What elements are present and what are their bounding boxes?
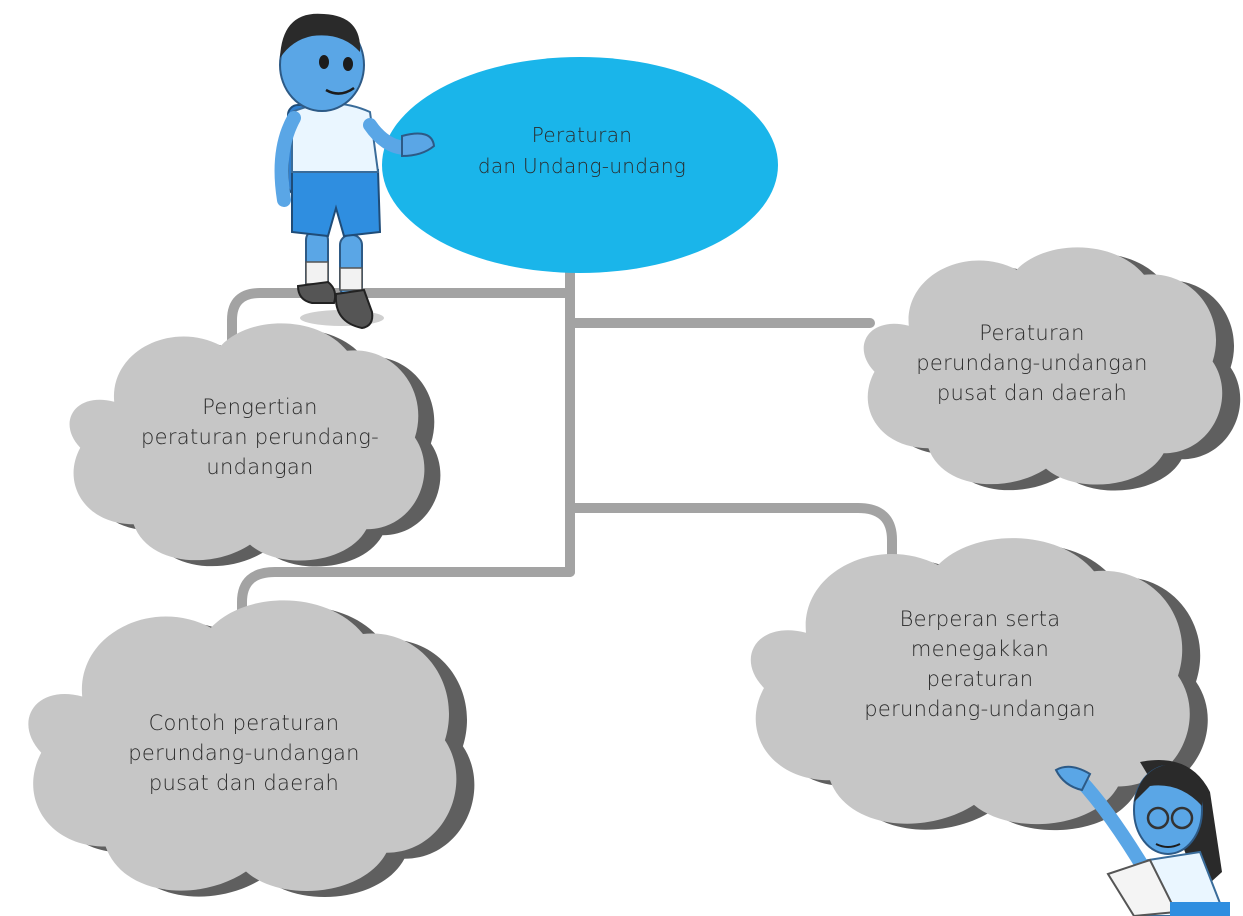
central-regional-node-label: Peraturan perundang-undangan pusat dan d… (882, 318, 1182, 408)
central-regional-node-line-2: perundang-undangan (916, 351, 1148, 375)
girl-student-illustration (1054, 760, 1230, 916)
boy-student-illustration (274, 13, 436, 330)
connector-lines (227, 263, 897, 630)
examples-node-line-1: Contoh peraturan (148, 711, 340, 735)
definition-node-label: Pengertian peraturan perundang- undangan (100, 392, 420, 482)
participation-node-label: Berperan serta menegakkan peraturan peru… (820, 604, 1140, 724)
central-node-ellipse (382, 57, 778, 273)
participation-node-line-1: Berperan serta (899, 607, 1061, 631)
connector-to-definition (227, 288, 575, 365)
central-regional-node-line-3: pusat dan daerah (936, 381, 1128, 405)
central-node-line-2: dan Undang-undang (477, 154, 687, 178)
definition-node-line-2: peraturan perundang- (141, 425, 379, 449)
connector-to-examples (237, 567, 575, 630)
central-regional-node-line-1: Peraturan (979, 321, 1085, 345)
participation-node-line-4: perundang-undangan (864, 697, 1096, 721)
examples-node-line-3: pusat dan daerah (148, 771, 340, 795)
participation-node-line-3: peraturan (926, 667, 1034, 691)
central-node-label: Peraturan dan Undang-undang (462, 120, 702, 182)
definition-node-line-1: Pengertian (202, 395, 318, 419)
examples-node-label: Contoh peraturan perundang-undangan pusa… (84, 708, 404, 798)
connector-to-participation (565, 503, 897, 570)
examples-node-line-2: perundang-undangan (128, 741, 360, 765)
central-node-line-1: Peraturan (531, 123, 633, 147)
definition-node-line-3: undangan (206, 455, 314, 479)
participation-node-line-2: menegakkan (910, 637, 1050, 661)
